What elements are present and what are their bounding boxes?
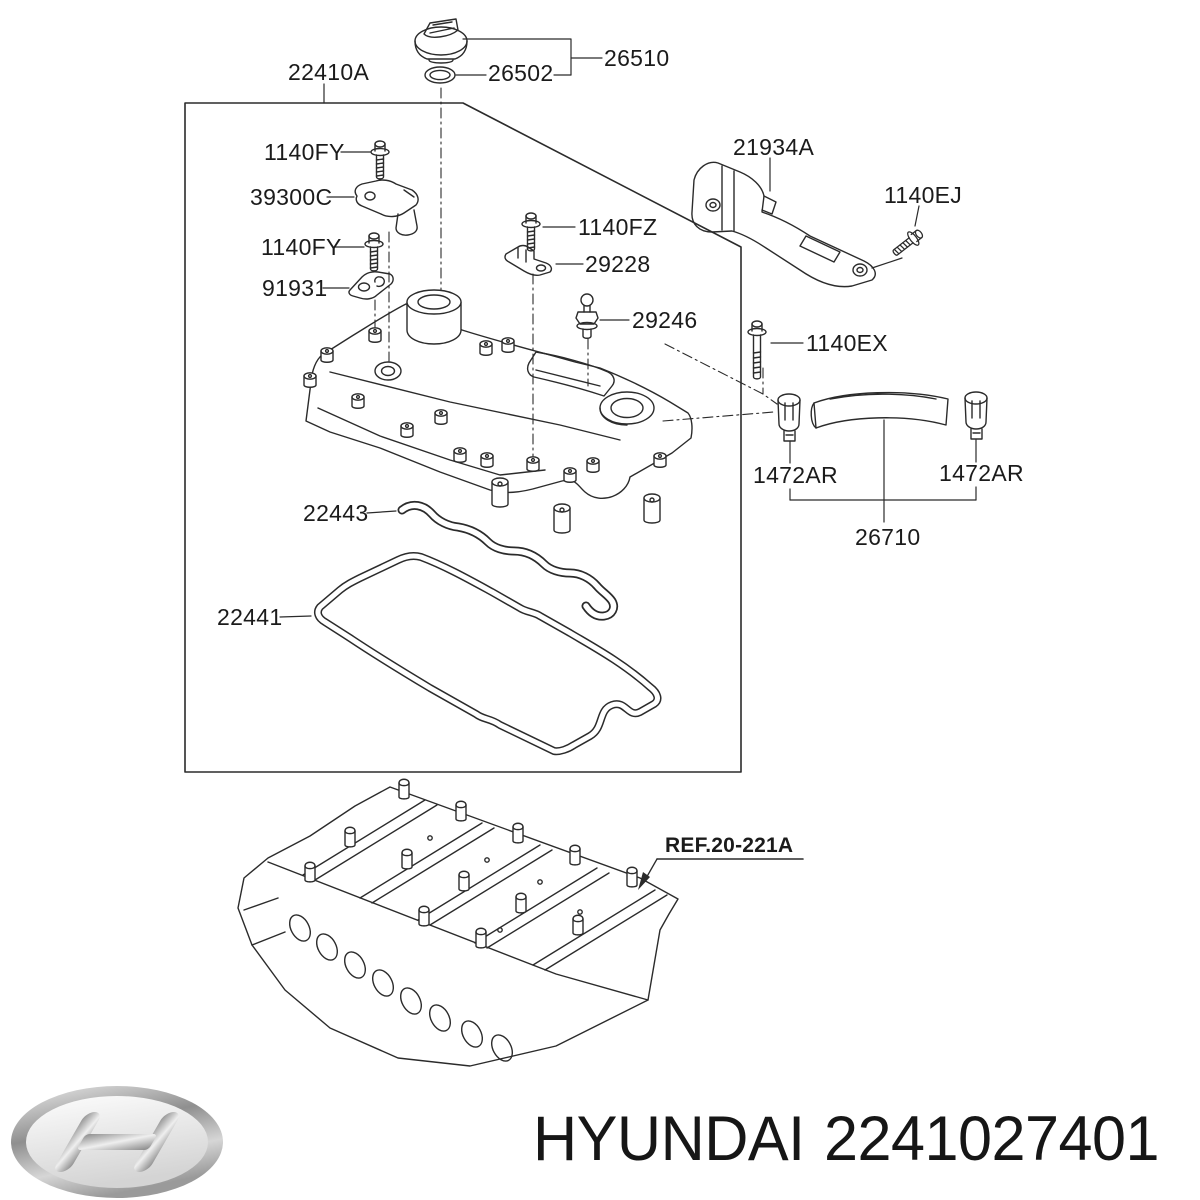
part-label-29228: 29228 <box>585 251 651 277</box>
part-label-26710: 26710 <box>855 524 921 550</box>
bolt-1140fy-lower-drawing <box>364 232 384 272</box>
harness-bracket-drawing <box>504 244 553 276</box>
gasket-small-drawing <box>397 500 619 621</box>
breather-hose-drawing <box>810 391 949 429</box>
part-number: 2241027401 <box>824 1104 1160 1174</box>
hose-clamp-right-drawing <box>964 391 988 440</box>
part-label-21934A: 21934A <box>733 134 815 160</box>
filler-cap-oring-drawing <box>424 66 456 84</box>
footer-part-number: HYUNDAI 2241027401 <box>533 1103 1160 1175</box>
hyundai-logo <box>11 1086 223 1198</box>
part-label-22410A: 22410A <box>288 59 370 85</box>
part-label-1472AR-left: 1472AR <box>753 462 838 488</box>
part-label-1140FY-upper: 1140FY <box>264 139 345 165</box>
breather-valve-drawing <box>575 293 599 339</box>
centerlines <box>374 87 778 457</box>
part-label-91931: 91931 <box>262 275 328 301</box>
part-label-1140FZ: 1140FZ <box>578 214 658 240</box>
bolt-1140ej-drawing <box>888 225 927 261</box>
camshaft-position-sensor-drawing <box>354 179 419 236</box>
part-label-26510: 26510 <box>604 45 670 71</box>
ref-arrow <box>638 858 804 890</box>
cover-bracket-drawing <box>691 161 876 288</box>
leader-lines <box>279 38 977 618</box>
part-label-29246: 29246 <box>632 307 698 333</box>
part-label-1140EJ: 1140EJ <box>884 182 963 208</box>
part-label-22443: 22443 <box>303 500 369 526</box>
assembly-box <box>184 102 742 773</box>
part-label-39300C: 39300C <box>250 184 333 210</box>
sensor-plate-drawing <box>348 271 394 300</box>
part-label-22441: 22441 <box>217 604 283 630</box>
part-label-1140FY-lower: 1140FY <box>261 234 342 260</box>
part-label-1140EX: 1140EX <box>806 330 888 356</box>
brand-name: HYUNDAI <box>533 1104 805 1174</box>
bolt-1140fy-upper-drawing <box>370 140 390 180</box>
valve-cover-drawing <box>303 289 693 534</box>
part-label-1472AR-right: 1472AR <box>939 460 1024 486</box>
oil-filler-cap-drawing <box>414 18 468 64</box>
reference-label: REF.20-221A <box>665 834 794 857</box>
gasket-main-drawing <box>313 552 662 756</box>
part-label-26502: 26502 <box>488 60 554 86</box>
hose-clamp-left-drawing <box>777 393 801 442</box>
cylinder-head-drawing <box>237 778 679 1067</box>
